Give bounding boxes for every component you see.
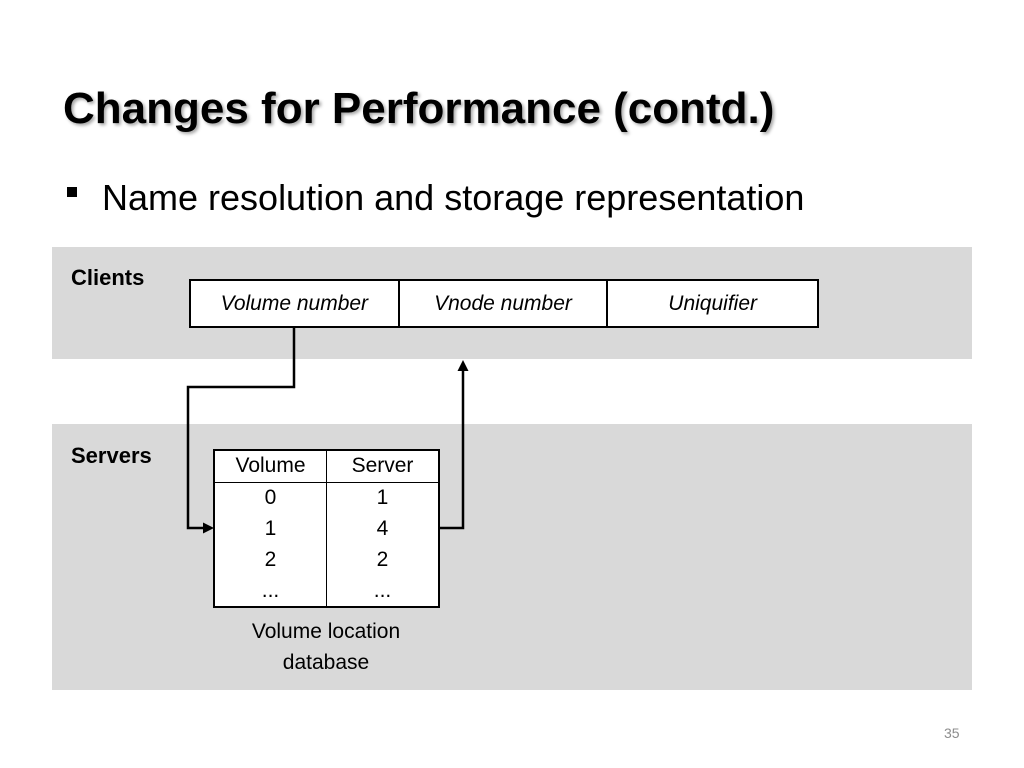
table-row: 2 2 (215, 544, 438, 576)
volume-location-table: Volume Server 0 1 1 4 2 2 ... ... (213, 449, 440, 608)
slide-title: Changes for Performance (contd.) (63, 84, 775, 133)
table-body: 0 1 1 4 2 2 ... ... (215, 482, 438, 606)
vldb-caption: Volume location database (251, 620, 401, 674)
bullet-item: Name resolution and storage representati… (67, 180, 827, 216)
volume-cell: ... (215, 575, 327, 606)
volume-cell: 0 (215, 482, 327, 514)
table-header-row: Volume Server (215, 451, 438, 483)
table-row: 0 1 (215, 482, 438, 514)
arrowhead-up-icon (457, 360, 469, 371)
file-identifier-box: Volume number Vnode number Uniquifier (189, 279, 819, 328)
header-server: Server (351, 454, 414, 478)
server-cell: ... (373, 578, 392, 602)
volume-cell: 2 (215, 544, 327, 576)
square-bullet-icon (67, 187, 77, 197)
servers-band: Servers (52, 424, 972, 690)
fid-field-vnode-number: Vnode number (400, 281, 609, 326)
table-row: ... ... (215, 575, 438, 606)
server-cell: 4 (376, 516, 389, 540)
clients-label: Clients (71, 265, 145, 290)
volume-cell: 1 (215, 513, 327, 545)
table-row: 1 4 (215, 513, 438, 545)
servers-label: Servers (71, 443, 152, 468)
server-cell: 2 (376, 547, 389, 571)
page-number: 35 (944, 725, 960, 741)
bullet-text: Name resolution and storage representati… (102, 177, 805, 218)
fid-field-volume-number: Volume number (191, 281, 400, 326)
header-volume: Volume (215, 451, 327, 482)
fid-field-uniquifier: Uniquifier (668, 291, 758, 315)
server-cell: 1 (376, 485, 389, 509)
